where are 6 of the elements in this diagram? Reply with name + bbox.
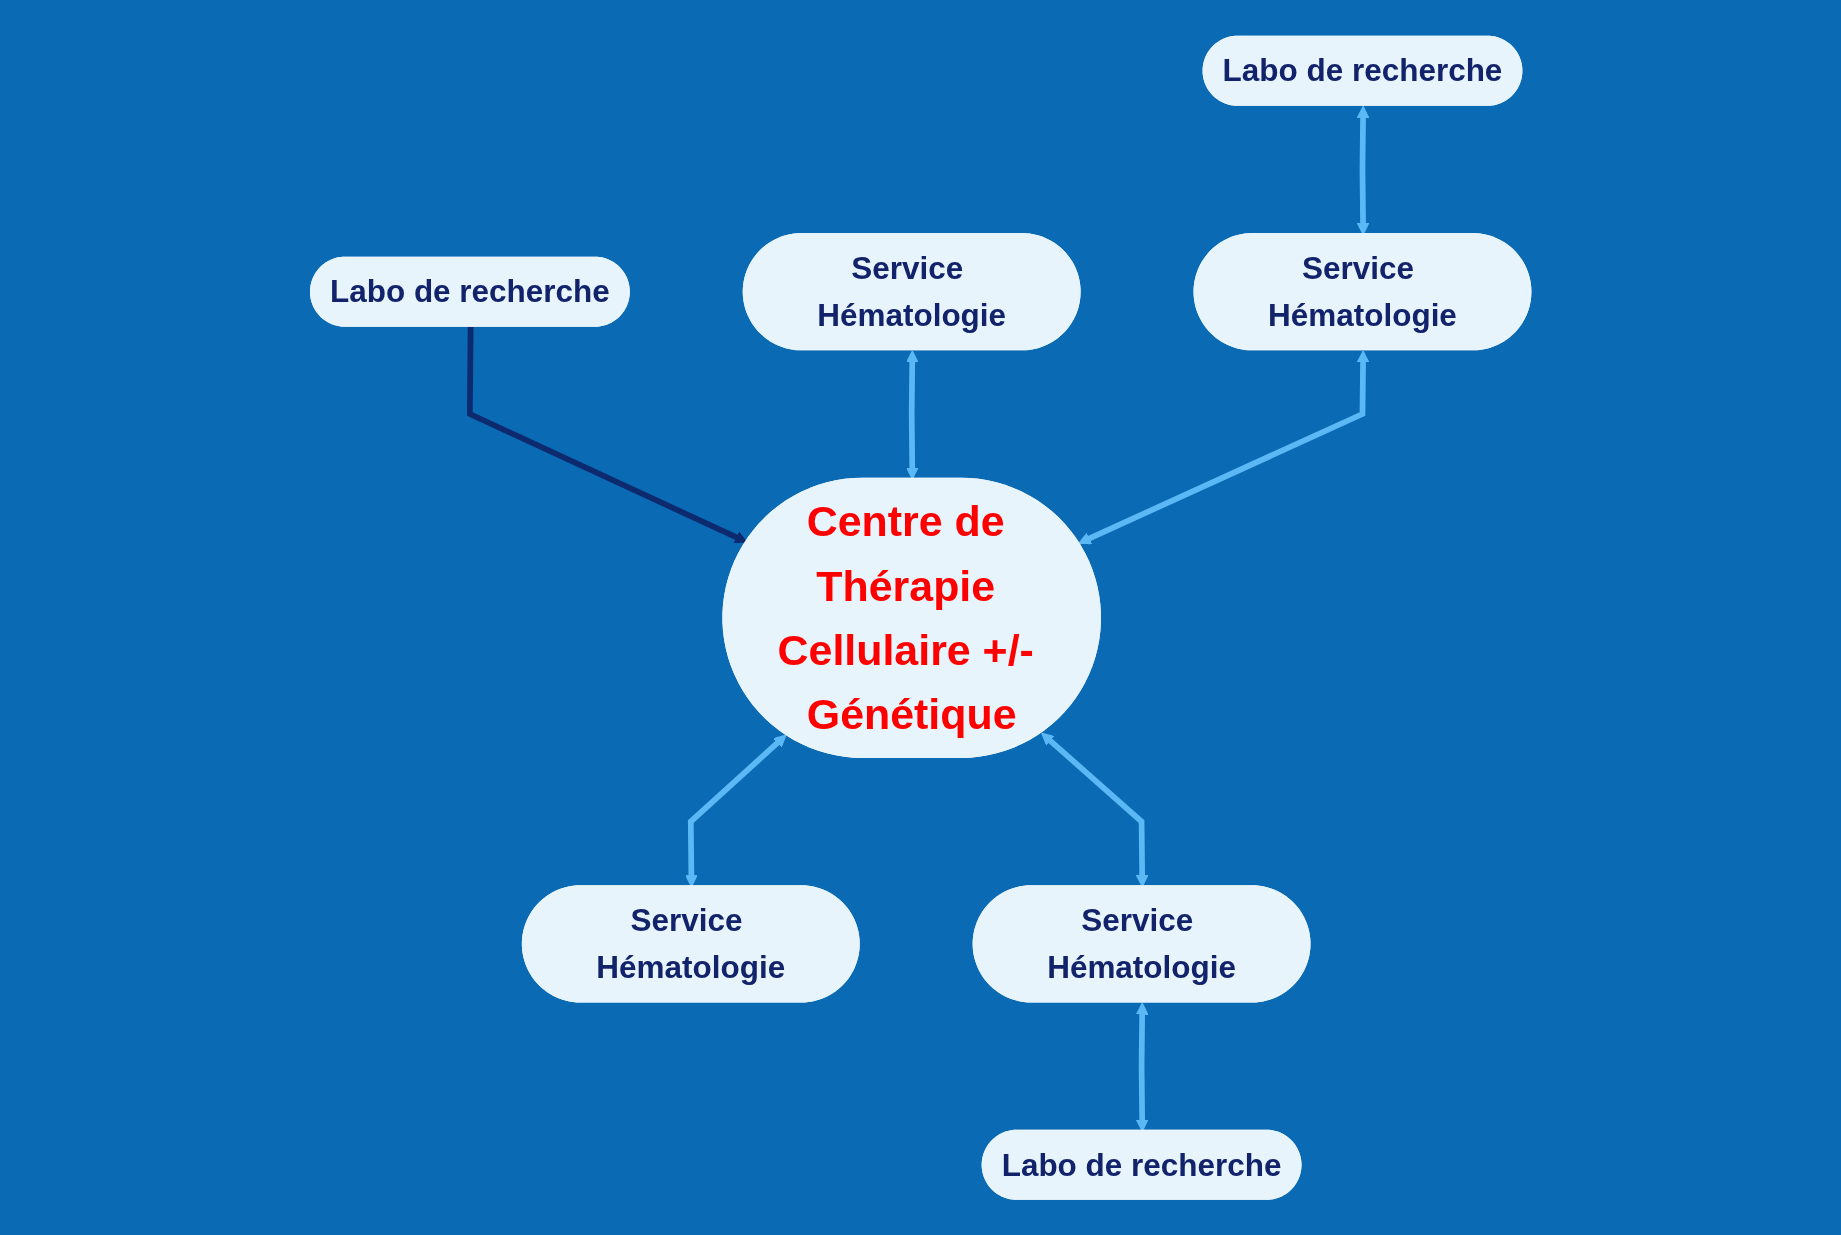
arrow [684,734,787,887]
arrow [905,350,919,480]
arrow [1041,732,1149,887]
arrow [1135,1002,1149,1132]
arrow [1078,350,1370,544]
arrow [1356,105,1370,235]
